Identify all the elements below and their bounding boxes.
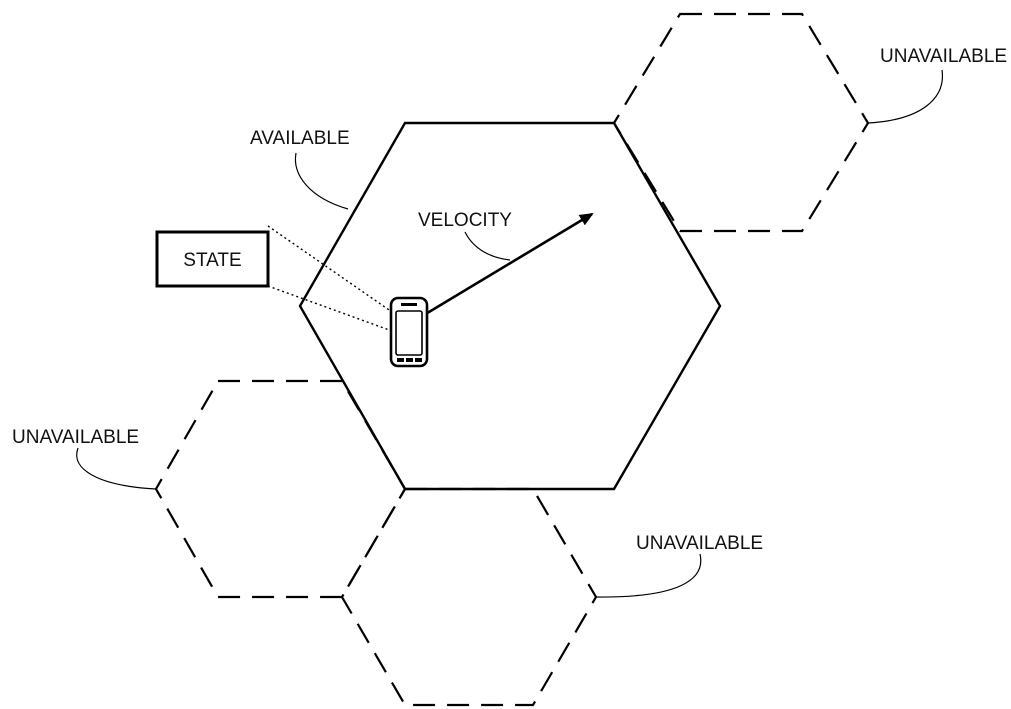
unavailable-left-leader-line	[76, 447, 157, 490]
unavailable-top-right-label: UNAVAILABLE	[880, 46, 1007, 67]
mobile-device-icon	[389, 296, 429, 368]
available-label: AVAILABLE	[250, 128, 350, 149]
unavailable-top-right-leader-line	[867, 69, 943, 124]
available-leader-line	[294, 152, 349, 210]
available-cell	[298, 121, 722, 491]
state-label: STATE	[183, 250, 241, 271]
unavailable-cell-top-right	[612, 12, 870, 233]
unavailable-left-label: UNAVAILABLE	[12, 427, 139, 448]
state-connector-lower	[267, 285, 393, 332]
unavailable-bottom-label: UNAVAILABLE	[636, 533, 763, 554]
velocity-label: VELOCITY	[418, 210, 512, 231]
velocity-arrow	[423, 212, 594, 317]
unavailable-bottom-leader-line	[595, 553, 702, 598]
unavailable-cell-left	[154, 379, 407, 599]
unavailable-cell-bottom	[340, 487, 598, 707]
velocity-leader-line	[464, 231, 511, 261]
state-box	[155, 230, 270, 288]
state-connector-upper	[267, 225, 393, 313]
